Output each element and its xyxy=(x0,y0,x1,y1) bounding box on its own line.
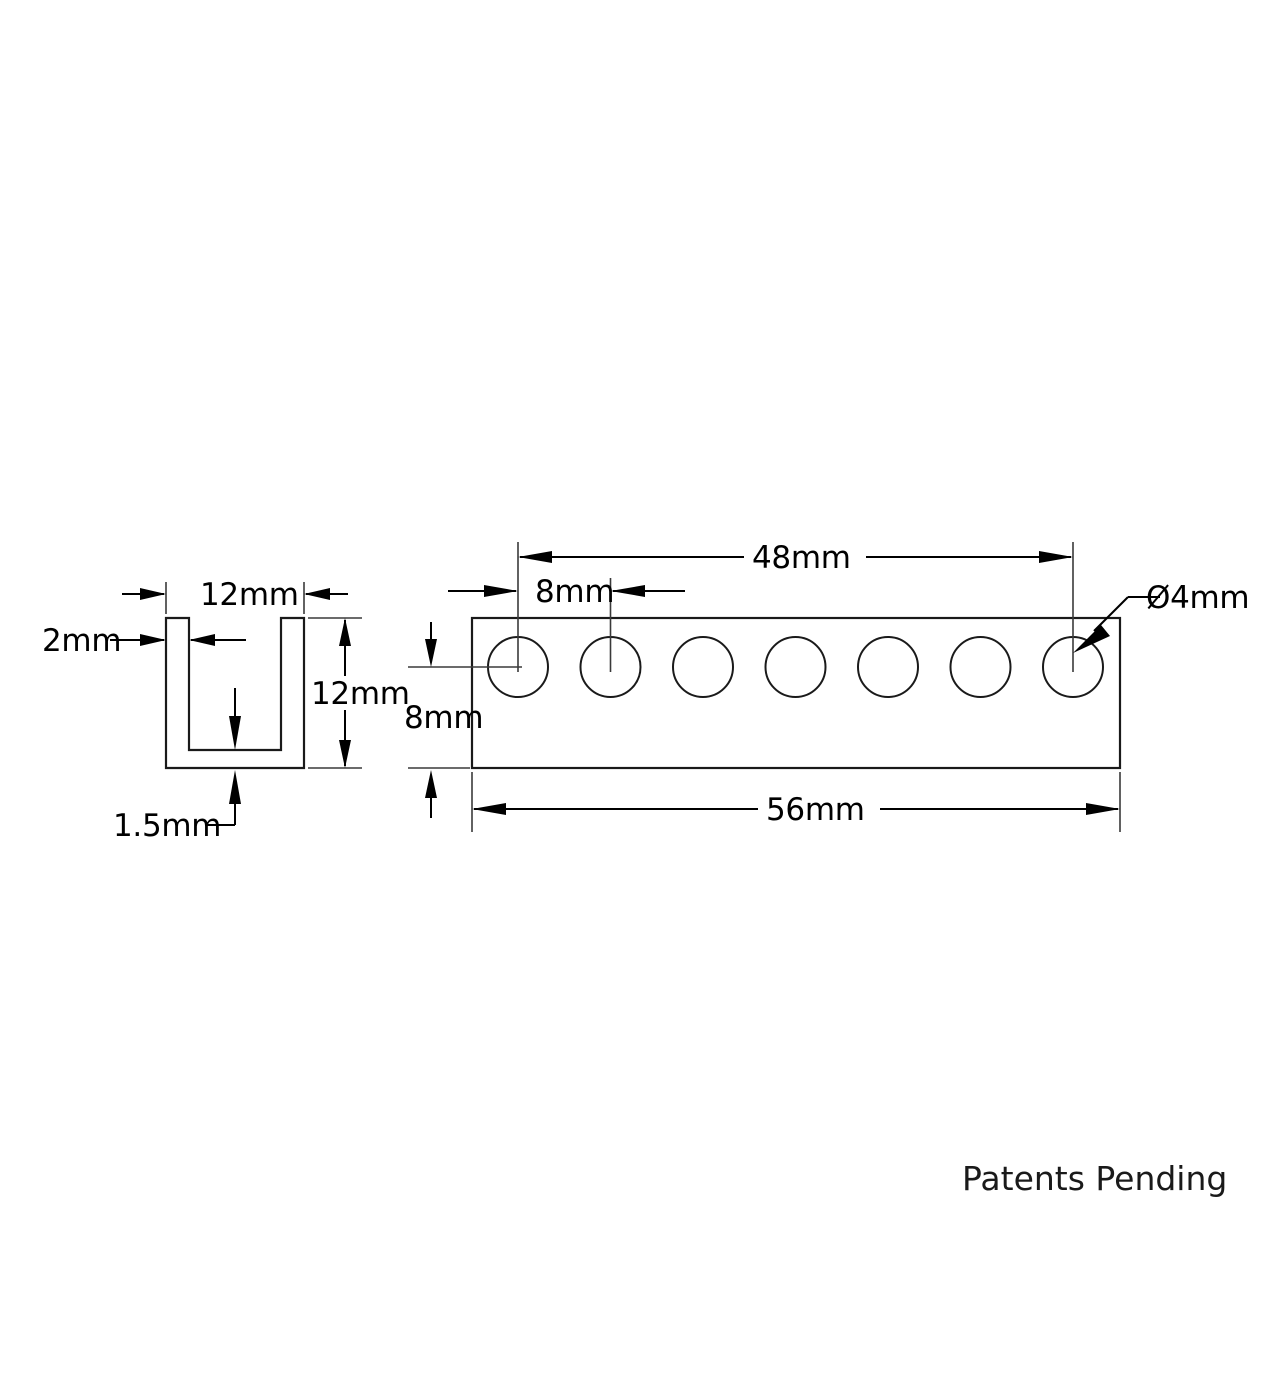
arrow-head-56-right xyxy=(1086,803,1120,815)
dimension-plate-height: 8mm xyxy=(404,622,522,818)
arrow-head-down-pointing xyxy=(339,740,351,768)
channel-profile-outline xyxy=(164,616,306,770)
arrow-head-up-pointing xyxy=(339,618,351,646)
arrow-head-plate-height-up xyxy=(425,770,437,798)
dimension-hole-diameter: Ø4mm xyxy=(1073,580,1250,653)
channel-cross-section-view: 12mm 2mm 12mm xyxy=(42,577,410,844)
plate-hole xyxy=(764,636,827,698)
arrow-head-wall-right-pointing xyxy=(140,634,166,646)
arrow-head-right-pointing xyxy=(140,588,166,600)
arrow-head-left-pointing xyxy=(304,588,330,600)
plate-outline xyxy=(470,616,1122,770)
dim-label-floor-thickness: 1.5mm xyxy=(113,808,221,844)
dim-label-48mm-backdrop xyxy=(744,538,866,576)
arrow-head-wall-left-pointing xyxy=(189,634,215,646)
leader-line-diameter-slant xyxy=(1093,596,1129,632)
dim-label-hole-span: 48mm xyxy=(752,540,851,576)
dim-label-channel-width: 12mm xyxy=(200,577,299,613)
dimension-inner-depth-arrow xyxy=(229,688,241,750)
dim-label-plate-length: 56mm xyxy=(766,792,865,828)
dim-label-hole-diameter: Ø4mm xyxy=(1146,580,1249,616)
patents-pending-note: Patents Pending xyxy=(962,1159,1227,1198)
dimension-plate-length: 56mm xyxy=(471,772,1121,832)
arrow-head-pitch-right-pointing xyxy=(484,585,518,597)
arrow-head-48-right xyxy=(1039,551,1073,563)
arrow-head-48-left xyxy=(518,551,552,563)
arrow-head-inner-depth xyxy=(229,716,241,750)
dimension-hole-pitch: 8mm xyxy=(448,574,685,672)
side-plate-view: 48mm 8mm 8mm xyxy=(404,538,1250,832)
dimension-wall-thickness: 2mm xyxy=(42,623,246,659)
plate-hole xyxy=(672,636,734,698)
arrow-head-floor-up-pointing xyxy=(229,770,241,804)
dim-label-56mm-backdrop xyxy=(758,790,880,828)
dimension-channel-height: 12mm xyxy=(308,617,410,769)
dimension-hole-pattern-span: 48mm xyxy=(517,538,1074,672)
arrow-head-diameter xyxy=(1073,625,1110,653)
dim-label-plate-height: 8mm xyxy=(404,700,483,736)
arrow-head-plate-height-down xyxy=(425,639,437,667)
arrow-head-pitch-left-pointing xyxy=(610,585,645,597)
plate-hole xyxy=(857,636,919,698)
dim-label-channel-height: 12mm xyxy=(311,676,410,712)
dim-label-wall-thickness: 2mm xyxy=(42,623,121,659)
plate-hole xyxy=(949,636,1012,698)
dimension-floor-thickness: 1.5mm xyxy=(113,770,241,844)
dim-label-hole-pitch: 8mm xyxy=(535,574,614,610)
arrow-head-56-left xyxy=(472,803,506,815)
dimension-channel-width: 12mm xyxy=(122,577,348,614)
